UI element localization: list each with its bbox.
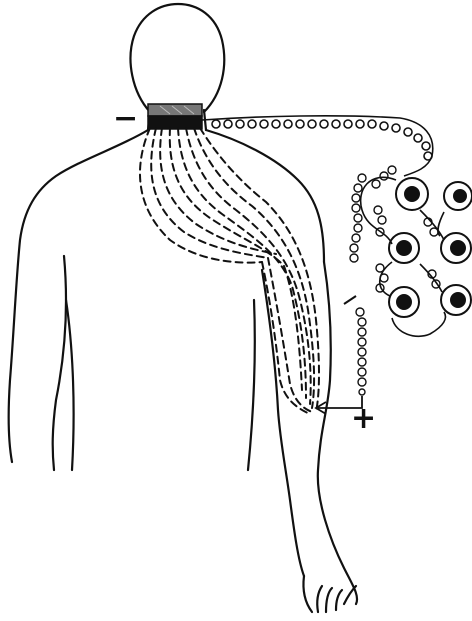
neck-electrode (148, 104, 202, 129)
right-shoulder (206, 130, 324, 262)
negative-wire-coil (202, 116, 433, 176)
negative-pole-label: − (113, 104, 138, 134)
right-upper-arm-inner (262, 270, 304, 576)
left-torso-side (66, 300, 74, 470)
head-outline (131, 4, 225, 112)
positive-pole-label: + (351, 404, 376, 434)
right-torso-side (248, 300, 255, 470)
positive-wire-coil (316, 296, 366, 414)
left-inner-arm (53, 256, 66, 470)
left-shoulder-and-arm (9, 130, 148, 462)
right-hand (303, 576, 356, 612)
battery-cells (361, 177, 472, 336)
battery-side-coil (350, 166, 440, 292)
current-flow-lines (140, 128, 319, 414)
